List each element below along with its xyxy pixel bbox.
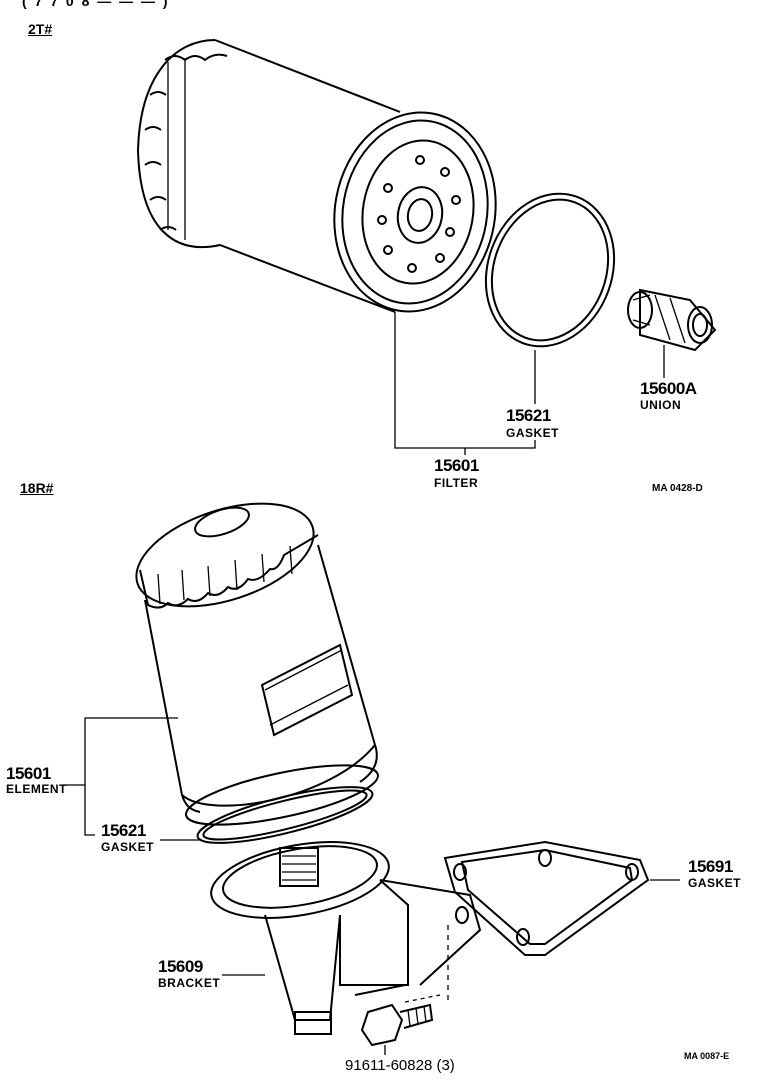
bracket-gasket-illustration <box>443 840 650 956</box>
part-name-union: UNION <box>640 398 682 412</box>
section-label-18r: 18R# <box>20 480 54 496</box>
part-number-filter: 15601 <box>434 456 479 475</box>
clipped-header-text: ( 7 7 0 8 — — — ) <box>22 0 170 9</box>
bolt-illustration <box>360 994 441 1047</box>
part-name-gasket-18r: GASKET <box>101 840 155 854</box>
part-name-element: ELEMENT <box>6 782 67 796</box>
part-number-bracket: 15609 <box>158 957 203 976</box>
leader-element <box>84 717 178 836</box>
part-number-gasket-15691: 15691 <box>688 857 733 876</box>
oil-filter-2t-illustration <box>136 39 497 313</box>
part-number-bolt: 91611-60828 (3) <box>345 1057 455 1074</box>
part-number-gasket-2t: 15621 <box>506 406 551 425</box>
part-name-gasket-15691: GASKET <box>688 876 742 890</box>
part-name-filter: FILTER <box>434 476 479 490</box>
section-label-2t: 2T# <box>28 21 53 37</box>
drawing-code-18r: MA 0087-E <box>684 1051 730 1061</box>
gasket-ring-2t-illustration <box>484 192 616 348</box>
oil-element-18r-illustration <box>135 502 379 826</box>
part-name-bracket: BRACKET <box>158 976 221 990</box>
part-number-gasket-18r: 15621 <box>101 821 146 840</box>
drawing-code-2t: MA 0428-D <box>652 483 703 494</box>
gasket-ring-18r-illustration <box>196 786 374 844</box>
union-fitting-illustration <box>627 288 717 352</box>
bracket-illustration <box>210 841 482 1035</box>
part-number-union: 15600A <box>640 379 697 398</box>
part-name-gasket-2t: GASKET <box>506 426 560 440</box>
part-number-element: 15601 <box>6 764 51 783</box>
